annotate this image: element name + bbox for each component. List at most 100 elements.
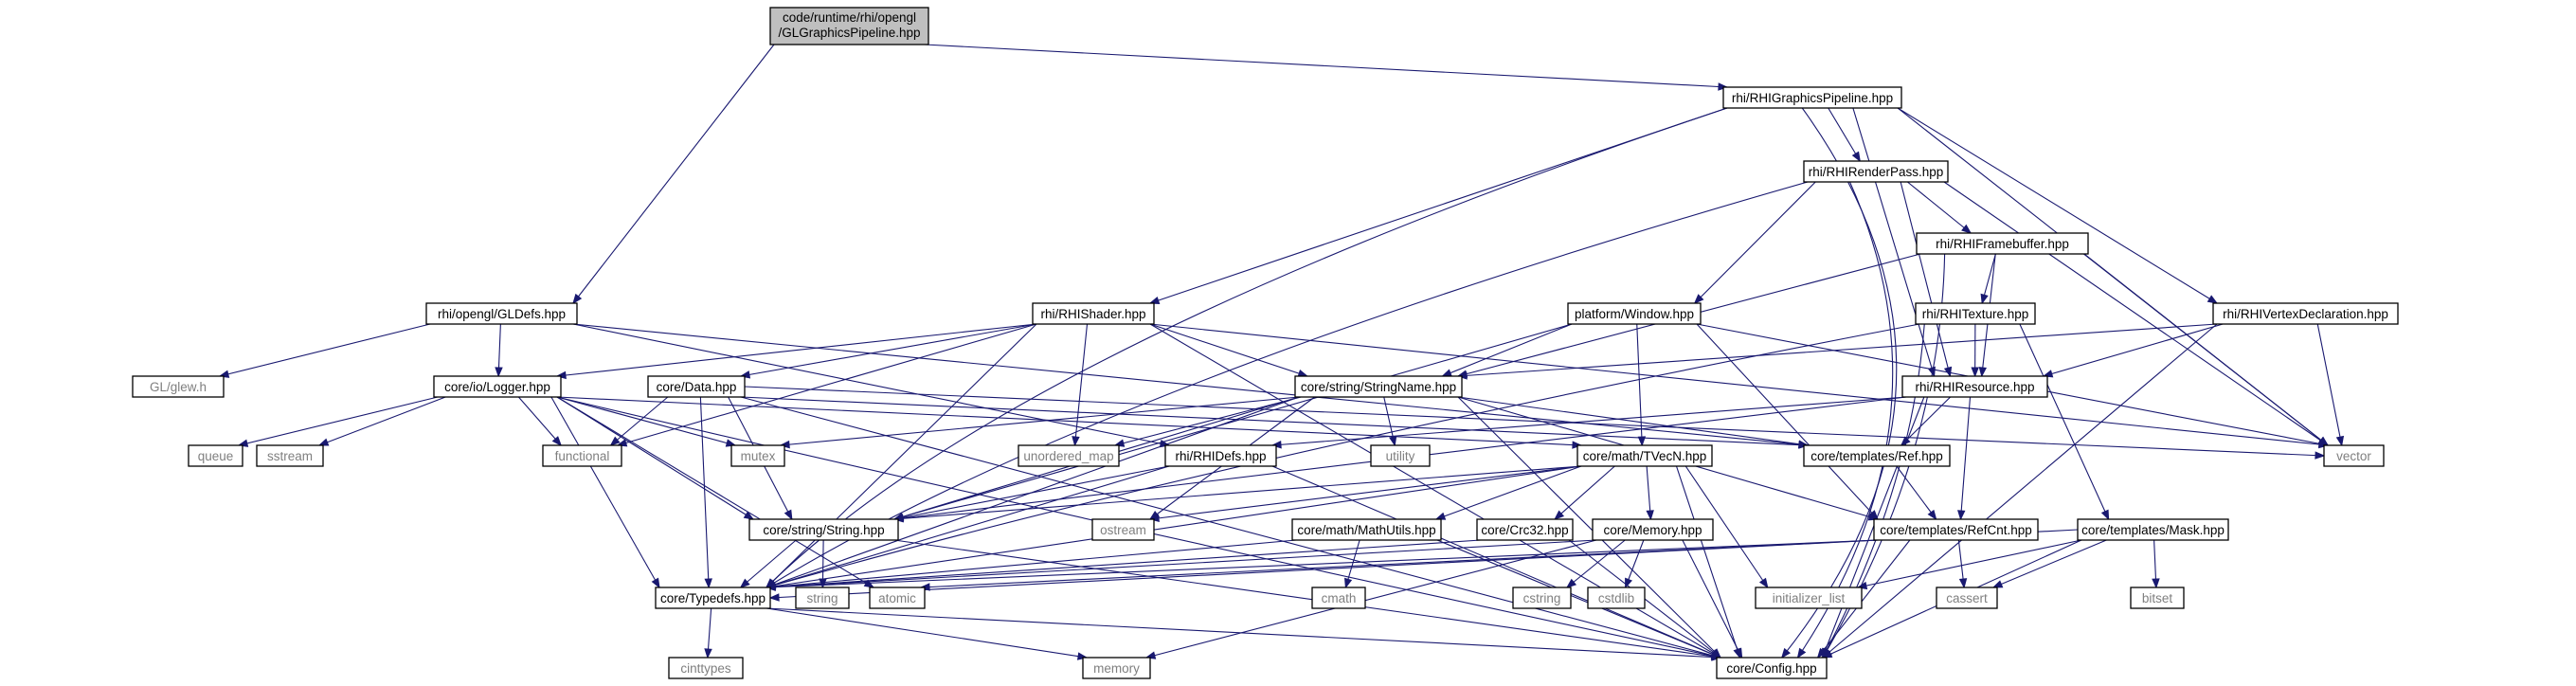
node-box (2077, 518, 2229, 541)
node-logger[interactable]: core/io/Logger.hpp (433, 375, 562, 398)
node-ostream: ostream (1091, 518, 1155, 541)
header-nodes: code/runtime/rhi/opengl/GLGraphicsPipeli… (132, 7, 2399, 679)
node-mutex: mutex (730, 444, 785, 467)
node-box (433, 375, 562, 398)
edge-tvecn-to-string_hpp (893, 465, 1582, 520)
edge-rhires-to-refcnt (1959, 396, 1972, 520)
edge-logger-to-atomic (556, 396, 874, 588)
node-label: cinttypes (680, 661, 731, 676)
node-rhigp[interactable]: rhi/RHIGraphicsPipeline.hpp (1722, 86, 1902, 109)
node-box (668, 657, 744, 679)
edge-window-to-string_hpp (893, 323, 1573, 520)
node-box (1311, 587, 1366, 609)
node-label: cmath (1322, 591, 1357, 605)
node-box (730, 444, 785, 467)
node-rhivd[interactable]: rhi/RHIVertexDeclaration.hpp (2212, 302, 2399, 325)
edge-root-to-gldefs (572, 44, 775, 304)
edge-root-to-rhigp (924, 44, 1728, 88)
edge-arrowhead (1971, 367, 1979, 378)
edge-arrowhead (1961, 224, 1973, 234)
node-box (655, 587, 771, 609)
edge-tvecn-to-typedefs (766, 465, 1582, 588)
edge-rhishader-to-unordered_map (1073, 323, 1089, 446)
node-crc32[interactable]: core/Crc32.hpp (1476, 518, 1574, 541)
node-box (1915, 302, 2036, 325)
node-stringname[interactable]: core/string/StringName.hpp (1294, 375, 1463, 398)
node-box (869, 587, 926, 609)
node-box (2212, 302, 2399, 325)
node-label: sstream (267, 449, 313, 463)
node-rhishader[interactable]: rhi/RHIShader.hpp (1032, 302, 1155, 325)
node-box (1803, 444, 1951, 467)
node-rhidefs[interactable]: rhi/RHIDefs.hpp (1164, 444, 1277, 467)
edge-arrowhead (704, 578, 712, 589)
edge-arrowhead (1796, 647, 1807, 659)
node-label: rhi/RHIFramebuffer.hpp (1936, 237, 2069, 251)
node-rhires[interactable]: rhi/RHIResource.hpp (1901, 375, 2048, 398)
edge-arrowhead (1148, 296, 1161, 304)
edge-arrowhead (1978, 367, 1988, 378)
node-data[interactable]: core/Data.hpp (647, 375, 746, 398)
node-string-hpp[interactable]: core/string/String.hpp (748, 518, 899, 541)
node-cmath: cmath (1311, 587, 1366, 609)
node-rhitex[interactable]: rhi/RHITexture.hpp (1915, 302, 2036, 325)
edge-arrowhead (1565, 578, 1577, 588)
edge-arrowhead (1867, 513, 1880, 521)
node-root[interactable]: code/runtime/rhi/opengl/GLGraphicsPipeli… (769, 7, 929, 45)
edge-arrowhead (1072, 436, 1080, 447)
edge-data-to-vector (744, 386, 2325, 457)
edge-arrowhead (616, 439, 628, 447)
edge-arrowhead (317, 438, 330, 446)
edge-arrowhead (2207, 295, 2219, 304)
node-window[interactable]: platform/Window.hpp (1567, 302, 1702, 325)
edge-memory_hpp-to-config (1682, 539, 1743, 659)
edge-mask-to-cassert (1992, 539, 2107, 588)
edge-tvecn-to-mathutils (1435, 465, 1582, 520)
node-rhirp[interactable]: rhi/RHIRenderPass.hpp (1803, 160, 1949, 183)
node-box (1476, 518, 1574, 541)
node-label: initializer_list (1773, 591, 1846, 605)
node-label: cassert (1946, 591, 1988, 605)
node-ref[interactable]: core/templates/Ref.hpp (1803, 444, 1951, 467)
node-unordered-map: unordered_map (1018, 444, 1120, 467)
edge-tvecn-to-crc32 (1554, 465, 1615, 520)
node-box (1716, 657, 1828, 679)
node-tvecn[interactable]: core/math/TVecN.hpp (1576, 444, 1713, 467)
edge-arrowhead (555, 370, 567, 380)
edge-gldefs-to-rhidefs (572, 323, 1170, 446)
node-box (1755, 587, 1863, 609)
node-label: utility (1386, 449, 1415, 463)
node-gldefs[interactable]: rhi/opengl/GLDefs.hpp (425, 302, 578, 325)
edge-rhidefs-to-string_hpp (893, 465, 1170, 520)
node-box (1032, 302, 1155, 325)
node-refcnt[interactable]: core/templates/RefCnt.hpp (1873, 518, 2039, 541)
node-cassert: cassert (1936, 587, 1998, 609)
dependency-edges (218, 44, 2345, 661)
node-utility: utility (1370, 444, 1431, 467)
edge-arrowhead (1389, 435, 1397, 447)
edge-rhirp-to-rhifb (1907, 181, 1972, 234)
node-typedefs[interactable]: core/Typedefs.hpp (655, 587, 771, 609)
node-label: rhi/RHIResource.hpp (1915, 380, 2034, 394)
node-box (1164, 444, 1277, 467)
edge-typedefs-to-config (766, 607, 1721, 659)
node-box (795, 587, 850, 609)
edge-rhigp-to-rhivd (1897, 107, 2218, 304)
node-memory-hpp[interactable]: core/Memory.hpp (1592, 518, 1714, 541)
node-label: /GLGraphicsPipeline.hpp (778, 26, 920, 40)
node-label: rhi/RHIGraphicsPipeline.hpp (1732, 91, 1893, 105)
node-config[interactable]: core/Config.hpp (1716, 657, 1828, 679)
node-rhifb[interactable]: rhi/RHIFramebuffer.hpp (1916, 232, 2089, 255)
node-label: core/string/StringName.hpp (1301, 380, 1456, 394)
node-box (188, 444, 243, 467)
edge-arrowhead (1344, 577, 1353, 589)
node-box (1370, 444, 1431, 467)
edge-arrowhead (1734, 647, 1743, 659)
node-mathutils[interactable]: core/math/MathUtils.hpp (1291, 518, 1442, 541)
edge-arrowhead (2152, 578, 2160, 589)
node-label: unordered_map (1023, 449, 1113, 463)
node-mask[interactable]: core/templates/Mask.hpp (2077, 518, 2229, 541)
edge-rhitex-to-typedefs (766, 323, 1920, 588)
edge-arrowhead (2315, 451, 2326, 460)
edge-rhishader-to-typedefs (766, 323, 1037, 588)
